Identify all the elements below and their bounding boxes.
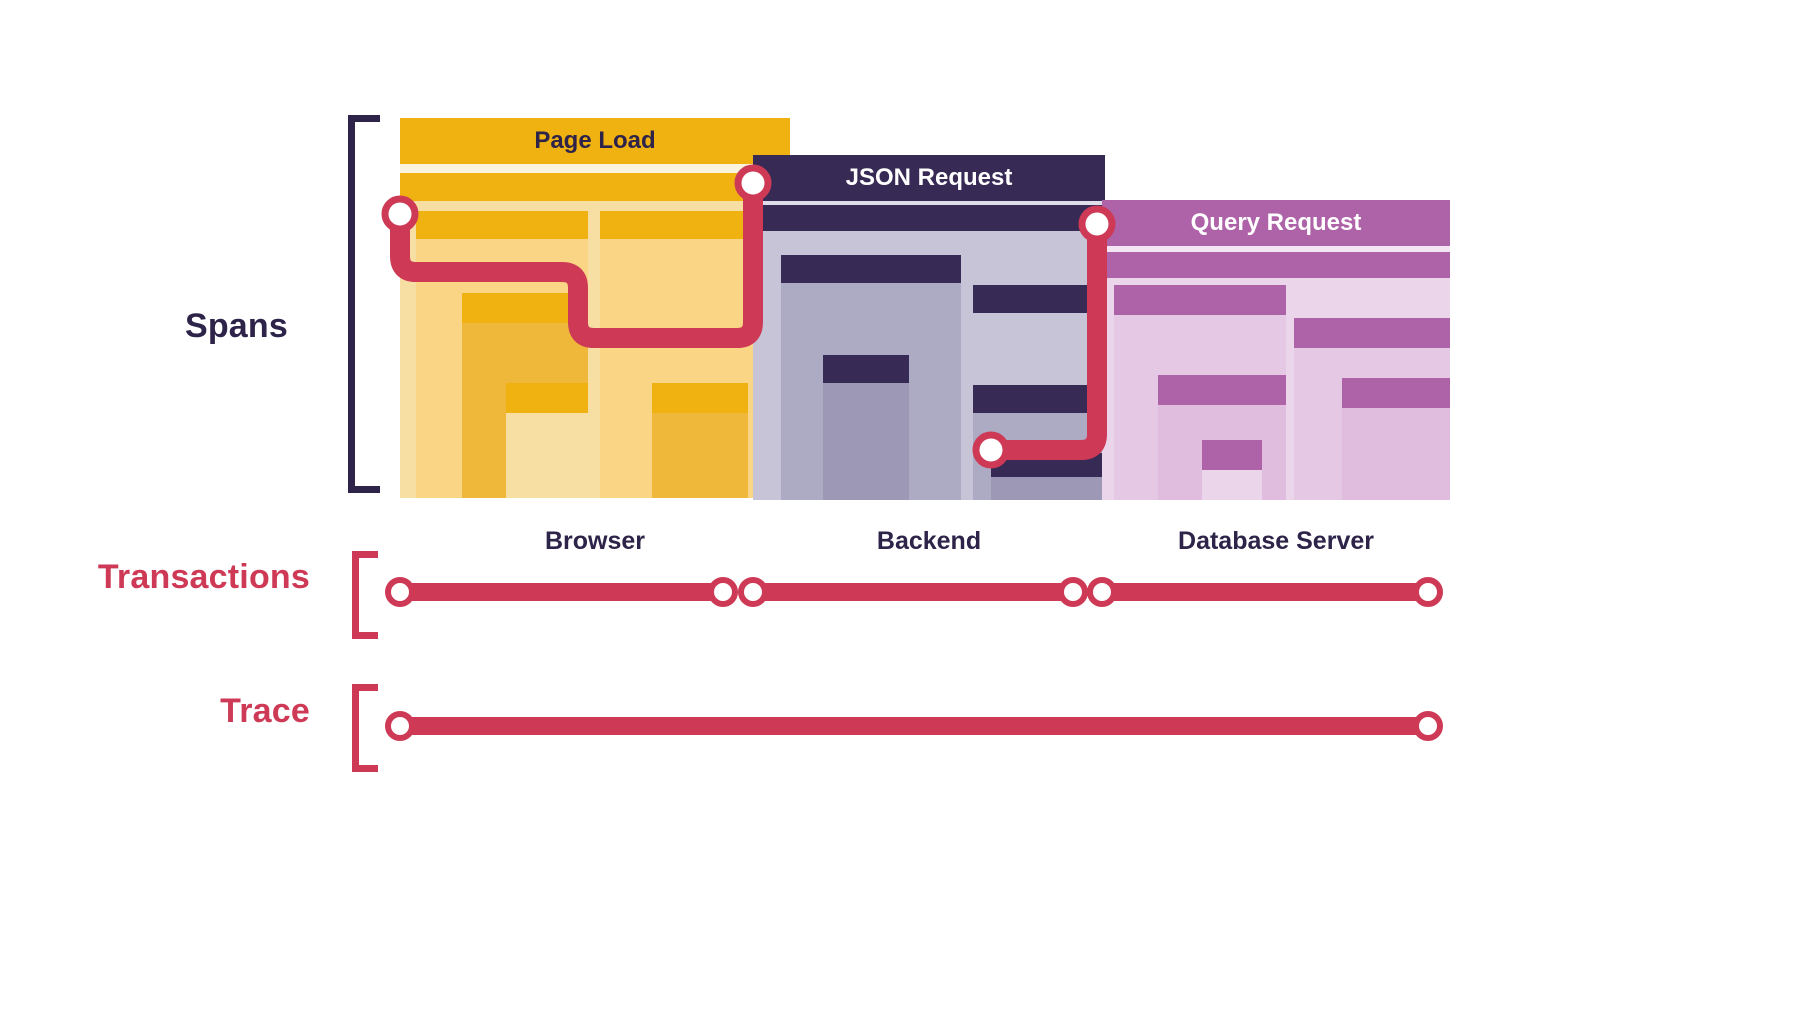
span-bar[interactable] [652,383,748,498]
span-bar-cap [973,285,1105,313]
span-bar-cap [1102,252,1450,278]
timeline-node[interactable] [385,711,415,741]
span-bar-cap [400,173,790,201]
timeline-node[interactable] [1087,577,1117,607]
span-bar-cap [1202,440,1262,470]
node-label-database: Database Server [1178,527,1374,555]
database-group-body [1102,246,1450,500]
span-bar-cap [1158,375,1286,405]
span-group-database: Query Request [1102,200,1450,500]
span-bar[interactable] [823,355,909,500]
span-group-browser: Page Load [400,118,790,498]
timeline-node[interactable] [385,577,415,607]
backend-group-body [753,201,1105,500]
trace-row-label: Trace [220,692,310,730]
backend-waterfall [753,201,1105,500]
span-bar-cap [1114,285,1286,315]
trace-bracket [352,684,378,772]
timeline-node[interactable] [1058,577,1088,607]
browser-group-title: Page Load [400,118,790,164]
timeline-segment[interactable] [400,583,723,601]
browser-waterfall [400,164,790,498]
transactions-row-label: Transactions [97,558,310,596]
timeline-node[interactable] [708,577,738,607]
timeline-segment[interactable] [1102,583,1428,601]
node-label-browser: Browser [544,527,646,555]
span-bar-cap [416,211,588,239]
timeline-segment[interactable] [753,583,1073,601]
span-bar-cap [1294,318,1450,348]
span-bar-cap [1342,378,1450,408]
span-bar-cap [973,385,1105,413]
backend-group-title: JSON Request [753,155,1105,201]
span-bar[interactable] [1342,378,1450,500]
database-group-title: Query Request [1102,200,1450,246]
span-bar-cap [462,293,588,323]
span-bar[interactable] [991,453,1105,500]
span-bar-cap [652,383,748,413]
node-label-backend: Backend [876,527,982,555]
span-bar-cap [506,383,588,413]
timeline-node[interactable] [1413,711,1443,741]
transactions-bracket [352,551,378,639]
spans-bracket [348,115,380,493]
span-group-backend: JSON Request [753,155,1105,500]
span-bar-cap [781,255,961,283]
spans-row-label: Spans [184,307,288,345]
timeline-node[interactable] [1413,577,1443,607]
span-bar-cap [823,355,909,383]
timeline-node[interactable] [738,577,768,607]
span-bar[interactable] [1202,440,1262,500]
span-bar-cap [991,453,1105,477]
browser-group-body [400,164,790,498]
timeline-segment[interactable] [400,717,1428,735]
database-waterfall [1102,246,1450,500]
span-bar-cap [753,205,1105,231]
span-bar[interactable] [506,383,588,498]
